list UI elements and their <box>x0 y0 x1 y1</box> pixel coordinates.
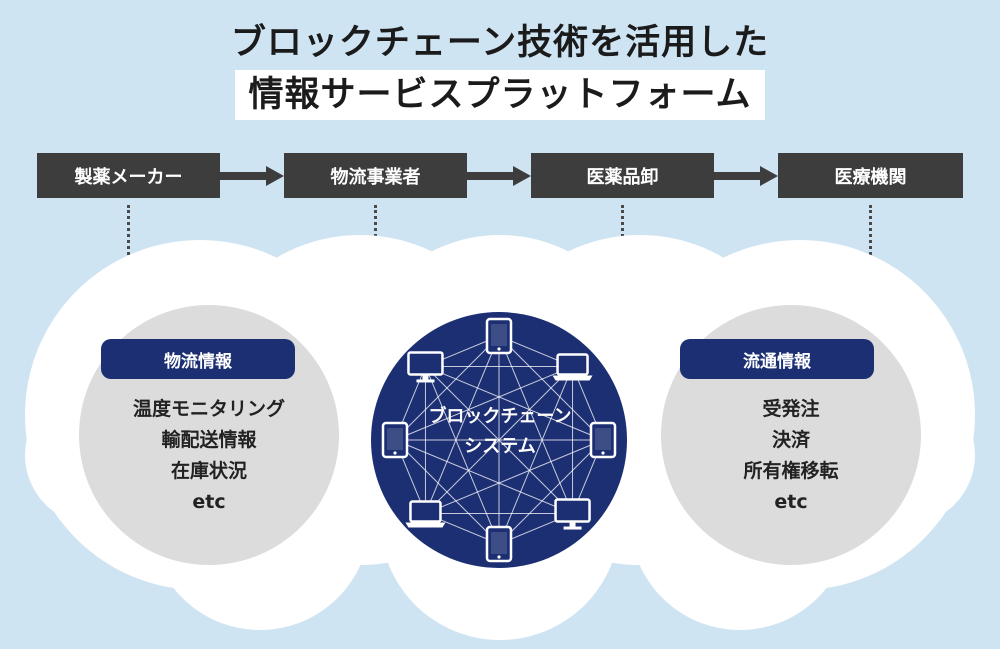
blockchain-system-label: ブロックチェーン システム <box>380 402 620 462</box>
list-item: 決済 <box>771 429 810 451</box>
network-link <box>424 366 500 545</box>
distribution-info-header: 流通情報 <box>680 339 874 379</box>
list-item: 温度モニタリング <box>132 398 285 420</box>
title-line-1: ブロックチェーン技術を活用した <box>230 22 770 63</box>
dotted-leader-line <box>127 205 130 273</box>
distribution-info-header-label: 流通情報 <box>743 351 811 372</box>
network-link <box>394 439 573 515</box>
flow-box-logistics-operator: 物流事業者 <box>284 153 467 198</box>
network-link <box>424 335 500 514</box>
network-link <box>425 366 573 514</box>
laptop-icon <box>552 353 593 381</box>
title-line-2: 情報サービスプラットフォーム <box>234 70 766 120</box>
network-link <box>425 365 604 441</box>
network-link <box>394 439 500 545</box>
flow-box-medical-institution: 医療機関 <box>778 153 963 198</box>
dotted-leader-line <box>869 205 872 273</box>
tablet-icon <box>485 525 513 563</box>
flow-box-label: 製薬メーカー <box>74 166 183 188</box>
tablet-icon <box>589 421 617 459</box>
list-item-etc: etc <box>774 491 808 513</box>
flow-arrow-icon <box>467 166 531 186</box>
flow-arrow-icon <box>714 166 778 186</box>
network-link <box>498 366 574 545</box>
network-link <box>425 439 604 515</box>
list-item: 在庫状況 <box>170 460 247 482</box>
logistics-info-list: 温度モニタリング 輸配送情報 在庫状況 etc <box>79 394 339 518</box>
list-item-etc: etc <box>192 491 226 513</box>
tablet-icon <box>485 317 513 355</box>
laptop-icon <box>405 500 446 528</box>
logistics-info-header: 物流情報 <box>101 339 295 379</box>
list-item: 受発注 <box>762 398 820 420</box>
distribution-info-list: 受発注 決済 所有権移転 etc <box>661 394 921 518</box>
flow-arrow-icon <box>220 166 284 186</box>
flow-box-wholesaler: 医薬品卸 <box>531 153 714 198</box>
network-link <box>498 335 574 514</box>
blockchain-label-line-2: システム <box>464 436 536 457</box>
logistics-info-header-label: 物流情報 <box>164 351 232 372</box>
list-item: 輸配送情報 <box>161 429 257 451</box>
tablet-icon <box>381 421 409 459</box>
diagram-title: ブロックチェーン技術を活用した 情報サービスプラットフォーム <box>0 18 1000 120</box>
flow-box-label: 物流事業者 <box>330 166 421 188</box>
network-link <box>394 365 573 441</box>
monitor-icon <box>554 498 591 530</box>
flow-box-label: 医療機関 <box>834 166 907 188</box>
flow-box-label: 医薬品卸 <box>586 166 659 188</box>
monitor-icon <box>407 351 444 383</box>
blockchain-label-line-1: ブロックチェーン <box>428 406 572 427</box>
list-item: 所有権移転 <box>743 460 839 482</box>
flow-box-pharma-maker: 製薬メーカー <box>37 153 220 198</box>
